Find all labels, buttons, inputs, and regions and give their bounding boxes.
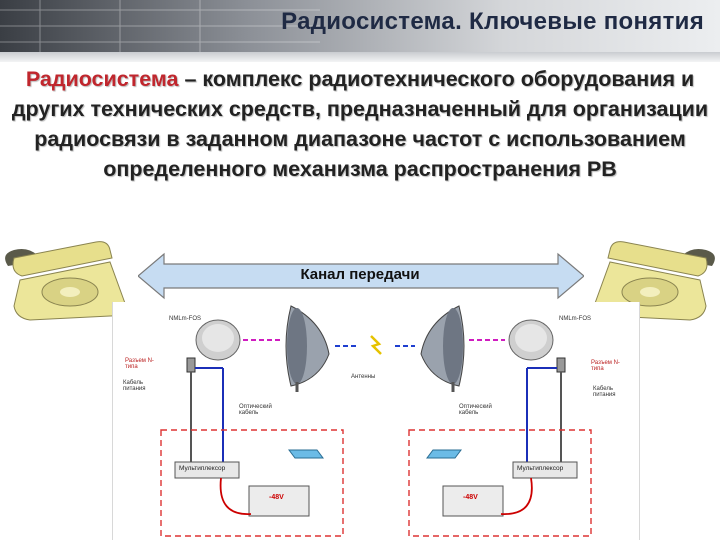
connector-left <box>186 357 196 373</box>
optical-cable-label-left: Оптический кабель <box>239 404 272 416</box>
odu-label-right: NMLm-FOS <box>559 316 591 322</box>
optical-cable-label-right: Оптический кабель <box>459 404 492 416</box>
definition-body: – комплекс радиотехнического оборудовани… <box>11 67 709 181</box>
antenna-label: Антенны <box>351 374 376 380</box>
channel-label: Канал передачи <box>300 266 420 283</box>
connector-right <box>556 357 566 373</box>
antenna-right <box>420 305 465 392</box>
definition-text: Радиосистема – комплекс радиотехническог… <box>0 64 720 184</box>
power-cable-label-right: Кабель питания <box>593 386 616 398</box>
channel-double-arrow <box>138 252 584 300</box>
mux-label-right: Мультиплексор <box>517 465 564 472</box>
radio-link-diagram: NMLm-FOS NMLm-FOS Разъем N-типа Разъем N… <box>112 302 640 540</box>
odu-right <box>508 319 554 361</box>
header-divider <box>0 52 720 62</box>
connector-label-right: Разъем N-типа <box>591 360 620 372</box>
psu-right <box>442 485 504 517</box>
lightning-icon <box>370 335 382 355</box>
psu-label-right: -48V <box>463 494 478 501</box>
diagram-drawing <box>160 305 592 537</box>
psu-label-left: -48V <box>269 494 284 501</box>
site-box-right <box>408 429 592 537</box>
antenna-left <box>285 305 330 392</box>
header-bar: Радиосистема. Ключевые понятия <box>0 0 720 52</box>
odu-left <box>195 319 241 361</box>
page-title: Радиосистема. Ключевые понятия <box>281 8 704 35</box>
switch-right <box>426 449 462 459</box>
power-cable-label-left: Кабель питания <box>123 380 146 392</box>
odu-label-left: NMLm-FOS <box>169 316 201 322</box>
site-box-left <box>160 429 344 537</box>
header-decoration <box>0 0 320 52</box>
psu-left <box>248 485 310 517</box>
mux-left <box>174 461 240 479</box>
definition-term: Радиосистема <box>25 67 179 91</box>
switch-left <box>288 449 324 459</box>
telephone-icon <box>5 241 127 321</box>
mux-label-left: Мультиплексор <box>179 465 226 472</box>
connector-label-left: Разъем N-типа <box>125 358 154 370</box>
mux-right <box>512 461 578 479</box>
